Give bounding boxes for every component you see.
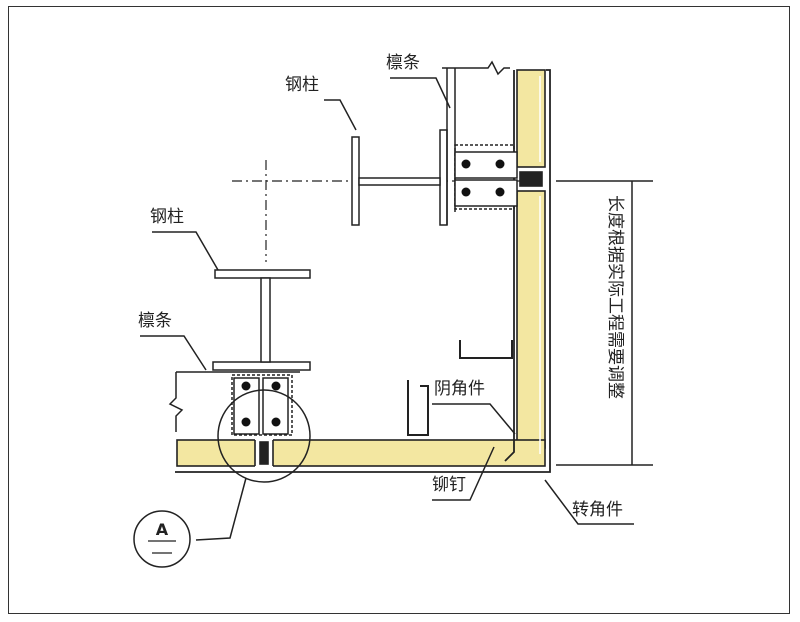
leader-rivet	[432, 446, 495, 501]
left-column-web	[260, 277, 271, 363]
cleat-upper	[454, 151, 518, 179]
detail-mark-letter: A	[156, 520, 169, 539]
bolt	[271, 381, 281, 391]
bolt	[271, 417, 281, 427]
outer-flashing-line	[175, 69, 551, 473]
label-purlin-upper: 檩条	[386, 53, 420, 73]
label-purlin-left: 檩条	[138, 311, 172, 331]
vertical-panel-upper	[516, 69, 546, 168]
label-outer-corner: 转角件	[572, 500, 623, 520]
bolt	[495, 159, 505, 169]
column-flange-right	[439, 129, 448, 226]
detail-circle	[217, 389, 311, 483]
left-bolts	[241, 381, 281, 427]
left-column-flange-top	[214, 269, 311, 279]
left-purlin	[168, 371, 300, 436]
label-rivet: 铆钉	[432, 475, 466, 495]
detail-mark-circle	[133, 510, 191, 568]
leader-column-left	[152, 231, 219, 271]
left-purlin-break-line	[168, 372, 184, 432]
leader-purlin-upper	[390, 77, 451, 109]
inner-corner-channel-upper	[459, 340, 513, 359]
label-column-left: 钢柱	[150, 207, 184, 227]
leader-inner-corner	[432, 403, 516, 435]
upper-steel-column	[351, 129, 448, 226]
length-dimension	[556, 180, 653, 466]
column-web	[358, 177, 441, 186]
upper-bolts	[461, 159, 505, 197]
vertical-joint-sealant	[519, 171, 543, 187]
joint-sealant	[259, 441, 269, 465]
leader-detail-mark	[195, 477, 247, 541]
detail-mark: A	[133, 510, 191, 568]
bolt	[495, 187, 505, 197]
inner-flashing-line	[504, 70, 515, 462]
inner-corner-pieces	[407, 340, 513, 436]
left-column-flange-bottom	[212, 361, 311, 371]
leader-purlin-left	[140, 335, 207, 371]
bolt	[241, 381, 251, 391]
label-column-upper: 钢柱	[285, 75, 319, 95]
left-connection-plate-outline	[231, 374, 293, 436]
vertical-panel-lower	[516, 190, 546, 449]
column-flange-left	[351, 136, 360, 226]
purlin-break-line	[442, 60, 510, 76]
label-inner-corner: 阴角件	[434, 379, 485, 399]
upper-purlin	[442, 60, 518, 225]
left-steel-column	[212, 269, 311, 371]
wall-panels	[176, 69, 546, 468]
leader-column-upper	[324, 99, 357, 131]
leader-outer-corner	[544, 479, 634, 525]
horizontal-panel	[176, 439, 546, 467]
diagram-frame	[8, 6, 790, 614]
bolt	[461, 187, 471, 197]
leader-lines	[140, 77, 634, 541]
inner-corner-channel	[407, 380, 429, 436]
bolt	[241, 417, 251, 427]
bolt	[461, 159, 471, 169]
label-length-note: 长度根据实际工程需要调整	[605, 195, 625, 399]
